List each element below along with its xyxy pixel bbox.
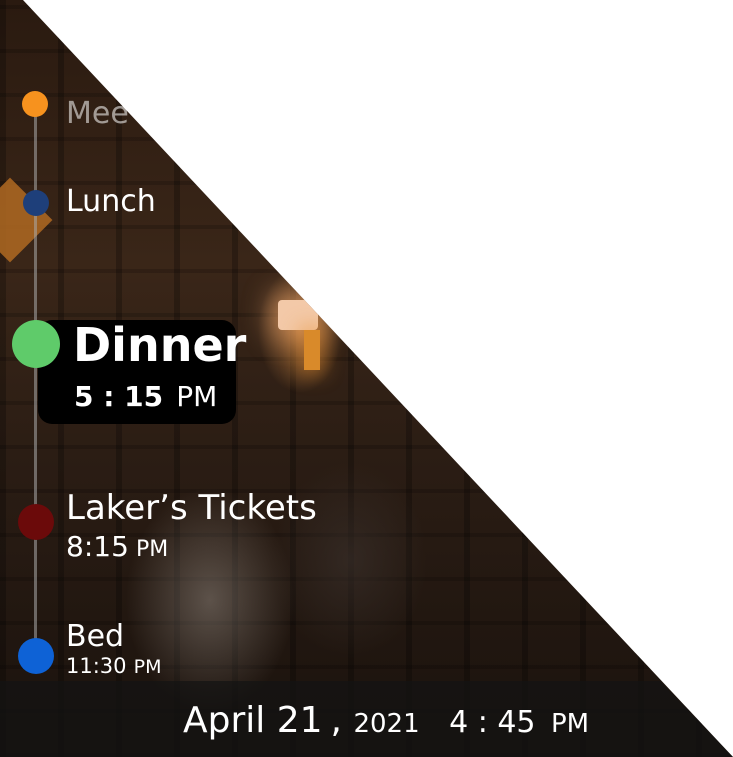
event-time-lakers-period: PM: [135, 537, 169, 562]
event-dot-lunch[interactable]: [23, 190, 49, 216]
event-time-bed-period: PM: [133, 656, 162, 678]
event-dot-lakers-tickets[interactable]: [18, 504, 54, 540]
event-label-dinner[interactable]: Dinner: [73, 318, 247, 372]
footer-bar: [0, 681, 733, 757]
street-lamp: [278, 300, 318, 330]
event-time-dinner: 5 : 15 PM: [74, 380, 217, 413]
footer-time-period: PM: [550, 709, 590, 739]
event-time-dinner-period: PM: [176, 380, 218, 413]
event-dot-bed[interactable]: [18, 638, 54, 674]
lamp-glow: [304, 330, 320, 370]
event-time-lakers-tickets: 8:15 PM: [66, 530, 168, 563]
event-time-lakers-value: 8:15: [66, 530, 129, 563]
footer-date-month-day: April 21: [183, 700, 323, 741]
event-time-bed: 11:30 PM: [66, 654, 161, 678]
footer-date-year: 2021: [353, 709, 420, 739]
event-label-lunch[interactable]: Lunch: [66, 184, 156, 219]
current-datetime: April 21, 2021 4 : 45 PM: [183, 700, 589, 741]
event-dot-meeting[interactable]: [22, 91, 48, 117]
footer-date-sep: ,: [330, 700, 342, 741]
event-label-meeting[interactable]: Mee: [66, 96, 129, 131]
event-dot-dinner[interactable]: [12, 320, 60, 368]
selected-event-card[interactable]: [38, 320, 236, 424]
event-label-bed[interactable]: Bed: [66, 619, 125, 654]
event-time-bed-value: 11:30: [66, 654, 127, 678]
timeline-line: [34, 104, 37, 664]
event-time-dinner-value: 5 : 15: [74, 380, 164, 413]
event-label-lakers-tickets[interactable]: Laker’s Tickets: [66, 488, 317, 528]
footer-time-value: 4 : 45: [449, 705, 536, 740]
street-sign: [0, 177, 53, 263]
